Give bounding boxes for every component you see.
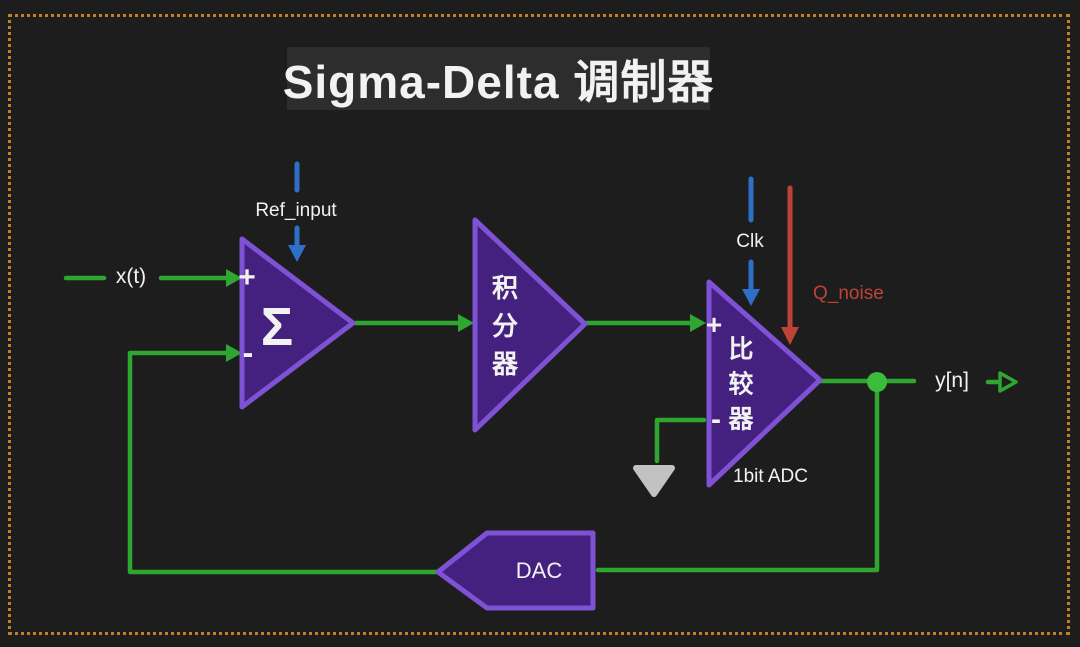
comparator-minus-sign: -: [711, 403, 721, 436]
clk-arrowhead: [742, 289, 760, 306]
output-signal-label: y[n]: [935, 369, 969, 392]
adc-note-label: 1bit ADC: [733, 466, 808, 487]
qnoise-label: Q_noise: [813, 283, 884, 304]
integrator-output-arrowhead: [690, 314, 706, 332]
ref-input-arrowhead: [288, 245, 306, 262]
input-signal-label: x(t): [115, 265, 147, 288]
integrator-char-1: 积: [491, 273, 519, 303]
summer-output-arrowhead: [458, 314, 474, 332]
output-open-arrowhead: [998, 371, 1018, 393]
comparator-char-2: 较: [728, 370, 754, 399]
summer-minus-sign: -: [242, 334, 254, 371]
feedback-down-line: [595, 388, 880, 573]
clk-label: Clk: [736, 231, 764, 252]
integrator-triangle: [472, 217, 588, 433]
integrator-char-3: 器: [491, 349, 519, 379]
input-arrowhead: [226, 269, 242, 287]
comparator-triangle: [706, 279, 823, 488]
comparator-label: 比 较 器: [728, 333, 753, 438]
dac-label: DAC: [515, 558, 563, 583]
feedback-arrowhead: [226, 344, 242, 362]
integrator-char-2: 分: [491, 311, 519, 341]
integrator-label: 积 分 器: [492, 269, 518, 383]
dac-feedback-line: [127, 350, 439, 575]
summer-plus-sign: +: [238, 261, 256, 294]
comparator-plus-sign: +: [705, 309, 723, 340]
dac-block: [435, 530, 596, 611]
summer-triangle: [239, 236, 356, 410]
qnoise-arrowhead: [781, 327, 799, 345]
comparator-char-1: 比: [728, 335, 754, 364]
page-title: Sigma-Delta 调制器: [282, 55, 715, 108]
output-node: [867, 372, 887, 392]
title-backdrop: Sigma-Delta 调制器: [283, 47, 713, 110]
comparator-minus-line: [654, 417, 707, 464]
ground-symbol: [633, 465, 675, 497]
comparator-char-3: 器: [728, 405, 754, 434]
summer-sigma-symbol: Σ: [260, 297, 294, 357]
ref-input-label: Ref_input: [255, 200, 337, 221]
